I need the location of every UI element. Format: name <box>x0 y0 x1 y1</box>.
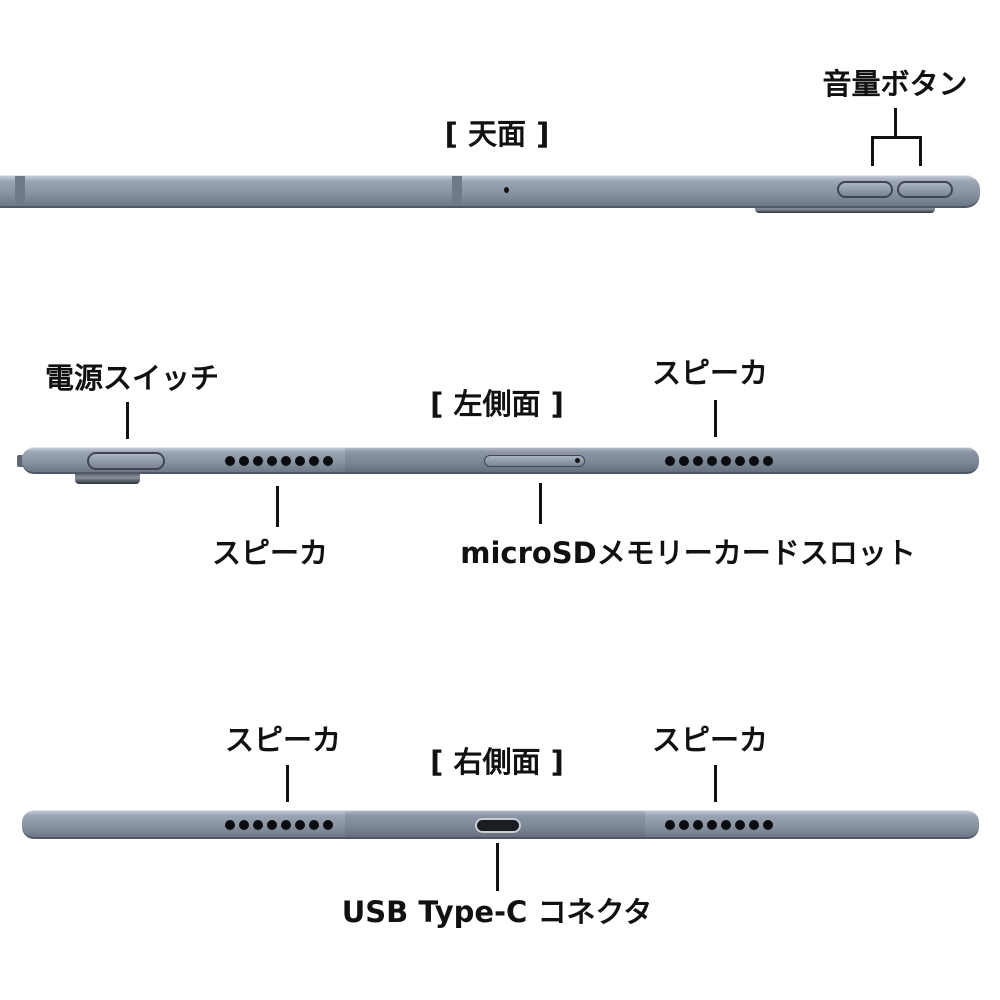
volume-down-button <box>837 181 893 198</box>
speaker-label: スピーカ <box>211 536 329 570</box>
usb-c-label: USB Type-C コネクタ <box>341 895 653 929</box>
speaker-grille <box>225 820 333 830</box>
microsd-slot <box>484 455 585 467</box>
callout-line <box>714 400 717 437</box>
volume-button-label: 音量ボタン <box>822 67 968 101</box>
connector-nub <box>17 455 24 467</box>
callout-line <box>496 843 499 891</box>
tablet-top-edge <box>0 175 980 208</box>
right-view-title: [ 右側面 ] <box>430 745 564 779</box>
camera-bump <box>75 471 140 484</box>
callout-line <box>714 765 717 802</box>
volume-up-button <box>897 181 953 198</box>
top-view-title: [ 天面 ] <box>444 117 550 151</box>
power-switch-label: 電源スイッチ <box>44 361 220 395</box>
callout-line <box>919 136 922 166</box>
camera-bump <box>755 205 935 213</box>
speaker-grille <box>665 456 773 466</box>
microsd-slot-label: microSDメモリーカードスロット <box>460 536 916 570</box>
callout-line <box>126 402 129 439</box>
usb-c-port <box>475 818 521 833</box>
speaker-label: スピーカ <box>224 723 342 757</box>
speaker-grille <box>665 820 773 830</box>
microphone-hole <box>504 187 509 193</box>
callout-line <box>539 483 542 524</box>
callout-line <box>871 136 874 166</box>
power-switch <box>87 452 165 470</box>
left-view-title: [ 左側面 ] <box>430 387 564 421</box>
speaker-label: スピーカ <box>651 356 769 390</box>
callout-bracket <box>871 136 922 139</box>
callout-line <box>286 765 289 802</box>
callout-line <box>894 108 897 138</box>
speaker-label: スピーカ <box>651 723 769 757</box>
tablet-right-side <box>22 810 979 839</box>
tablet-left-side <box>22 447 979 474</box>
callout-line <box>276 486 279 527</box>
speaker-grille <box>225 456 333 466</box>
